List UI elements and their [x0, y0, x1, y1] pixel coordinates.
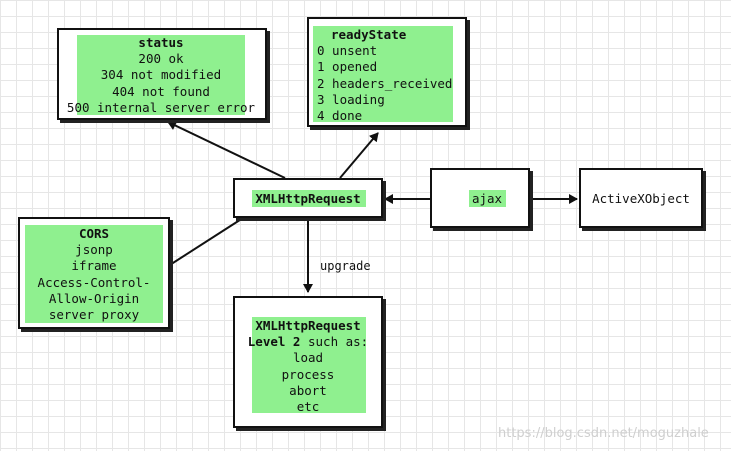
- cors-box: CORS jsonp iframe Access-Control- Allow-…: [18, 217, 170, 329]
- readystate-box: readyState 0 unsent 1 opened 2 headers_r…: [307, 17, 467, 127]
- cors-line-allow-origin: Allow-Origin: [48, 290, 140, 306]
- level2-line-process: process: [281, 366, 335, 382]
- arrow-xhr-to-cors: [161, 217, 244, 271]
- level2-highlight: [252, 317, 366, 413]
- readystate-line-0: 0 unsent: [317, 43, 378, 59]
- cors-title: CORS: [78, 226, 110, 241]
- watermark-text: https://blog.csdn.net/moguzhale: [498, 426, 709, 441]
- ajax-box: ajax: [430, 168, 530, 228]
- level2-such-as: such as:: [300, 334, 369, 350]
- cors-line-jsonp: jsonp: [75, 242, 113, 258]
- xhr-box: XMLHttpRequest: [233, 178, 383, 218]
- ajax-label: ajax: [471, 191, 503, 206]
- readystate-line-2: 2 headers_received: [317, 75, 453, 91]
- level2-box: XMLHttpRequest Level 2 such as: load pro…: [233, 296, 383, 428]
- readystate-title: readyState: [331, 27, 407, 42]
- status-highlight: [77, 35, 245, 115]
- cors-line-iframe: iframe: [71, 258, 117, 274]
- cors-line-server-proxy: server proxy: [48, 307, 140, 323]
- status-title: status: [138, 35, 184, 50]
- status-line-304: 304 not modified: [100, 67, 222, 83]
- status-box: status 200 ok 304 not modified 404 not f…: [57, 28, 267, 120]
- level2-title-line1: XMLHttpRequest: [255, 318, 361, 333]
- arrow-xhr-to-readystate: [339, 132, 379, 179]
- edge-label-upgrade: upgrade: [320, 259, 371, 273]
- activex-label: ActiveXObject: [592, 191, 690, 206]
- readystate-highlight: [313, 26, 453, 122]
- readystate-line-4: 4 done: [317, 108, 363, 124]
- status-line-200: 200 ok: [138, 51, 184, 67]
- arrow-xhr-to-status: [167, 120, 286, 179]
- readystate-line-3: 3 loading: [317, 91, 385, 107]
- xhr-highlight: [252, 190, 366, 207]
- xhr-title: XMLHttpRequest: [255, 191, 361, 206]
- level2-line-load: load: [292, 350, 324, 366]
- level2-title-line2: Level 2 such as:: [235, 334, 381, 350]
- status-line-404: 404 not found: [112, 83, 210, 99]
- level2-title-level: Level 2: [247, 334, 301, 350]
- activex-box: ActiveXObject: [579, 168, 703, 228]
- cors-highlight: [25, 225, 163, 323]
- level2-line-etc: etc: [296, 399, 320, 415]
- readystate-line-1: 1 opened: [317, 59, 378, 75]
- cors-line-acac: Access-Control-: [37, 274, 151, 290]
- ajax-highlight: [469, 190, 506, 207]
- status-line-500: 500 internal server error: [66, 99, 256, 115]
- level2-line-abort: abort: [289, 382, 327, 398]
